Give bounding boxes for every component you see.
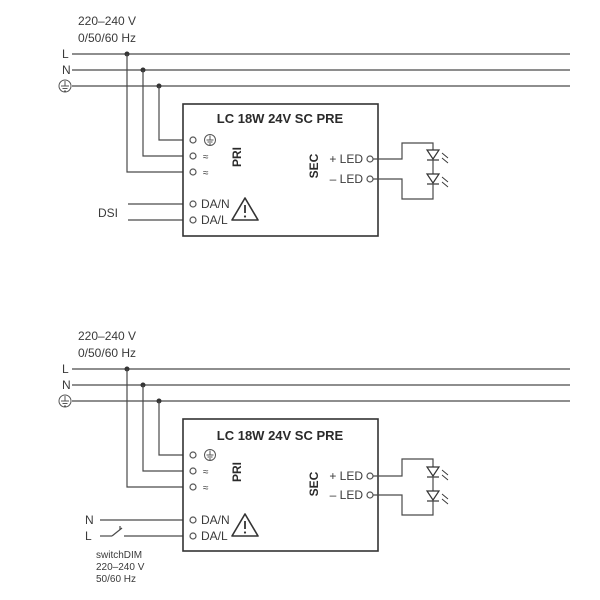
device-title: LC 18W 24V SC PRE: [217, 428, 344, 443]
terminal-led-plus: [366, 472, 374, 480]
wire-n-to-device: [142, 70, 191, 157]
wire-led-plus: [373, 142, 434, 160]
led-diode-icon: [425, 149, 449, 164]
pri-label: PRI: [230, 147, 244, 167]
switchdim-voltage: 220–240 V: [96, 562, 145, 573]
led-plus-label: + LED: [329, 152, 363, 166]
switchdim-name: switchDIM: [96, 550, 142, 561]
push-switch-icon: [100, 526, 191, 537]
earth-ground-icon: [58, 79, 72, 93]
earth-terminal-icon: [204, 449, 216, 461]
supply-voltage-label: 220–240 V: [78, 329, 136, 343]
terminal-n-symbol: ≈: [203, 467, 209, 478]
terminal-n: [189, 467, 197, 475]
device-title: LC 18W 24V SC PRE: [217, 111, 344, 126]
switch-n-label: N: [85, 513, 94, 527]
terminal-da-l-label: DA/L: [201, 213, 228, 227]
sec-label: SEC: [307, 471, 321, 496]
supply-frequency-label: 0/50/60 Hz: [78, 346, 136, 360]
terminal-l: [189, 168, 197, 176]
line-n-label: N: [62, 378, 71, 392]
switchdim-frequency: 50/60 Hz: [96, 574, 136, 585]
terminal-n-symbol: ≈: [203, 152, 209, 163]
wire-pe-to-device: [158, 86, 191, 141]
line-l-label: L: [62, 47, 69, 61]
led-diode-icon: [425, 173, 449, 188]
led-minus-label: – LED: [330, 488, 364, 502]
earth-terminal-icon: [204, 134, 216, 146]
wire-l-to-device: [126, 54, 191, 173]
led-plus-label: + LED: [329, 469, 363, 483]
wire-n-to-device: [142, 385, 191, 472]
driver-box: [182, 103, 379, 237]
led-diode-icon: [425, 466, 449, 481]
terminal-da-n: [189, 516, 197, 524]
sec-label: SEC: [307, 153, 321, 178]
wire-led-plus: [373, 458, 434, 477]
terminal-pe: [189, 136, 197, 144]
terminal-l-symbol: ≈: [203, 168, 209, 179]
supply-voltage-label: 220–240 V: [78, 14, 136, 28]
wire-pe-to-device: [158, 401, 191, 456]
terminal-led-plus: [366, 155, 374, 163]
terminal-l: [189, 483, 197, 491]
wire-led-minus: [373, 178, 434, 200]
line-l-label: L: [62, 362, 69, 376]
terminal-da-n-label: DA/N: [201, 513, 230, 527]
terminal-da-n: [189, 200, 197, 208]
terminal-n: [189, 152, 197, 160]
terminal-led-minus: [366, 175, 374, 183]
terminal-da-l: [189, 532, 197, 540]
terminal-pe: [189, 451, 197, 459]
switch-l-label: L: [85, 529, 92, 543]
terminal-da-l-label: DA/L: [201, 529, 228, 543]
terminal-da-l: [189, 216, 197, 224]
warning-triangle-icon: [231, 513, 259, 537]
diagram-switchdim: 220–240 V 0/50/60 Hz L N N L switch: [58, 329, 570, 585]
terminal-l-symbol: ≈: [203, 483, 209, 494]
led-minus-label: – LED: [330, 172, 364, 186]
dsi-label: DSI: [98, 206, 118, 220]
line-n-label: N: [62, 63, 71, 77]
warning-triangle-icon: [231, 197, 259, 221]
wire-led-minus: [373, 494, 434, 516]
earth-ground-icon: [58, 394, 72, 408]
supply-frequency-label: 0/50/60 Hz: [78, 31, 136, 45]
terminal-da-n-label: DA/N: [201, 197, 230, 211]
wire-l-to-device: [126, 369, 191, 488]
led-diode-icon: [425, 490, 449, 505]
terminal-led-minus: [366, 491, 374, 499]
diagram-dsi: 220–240 V 0/50/60 Hz L N DSI LC 18W 24V …: [58, 14, 570, 237]
pri-label: PRI: [230, 462, 244, 482]
driver-box: [182, 418, 379, 552]
